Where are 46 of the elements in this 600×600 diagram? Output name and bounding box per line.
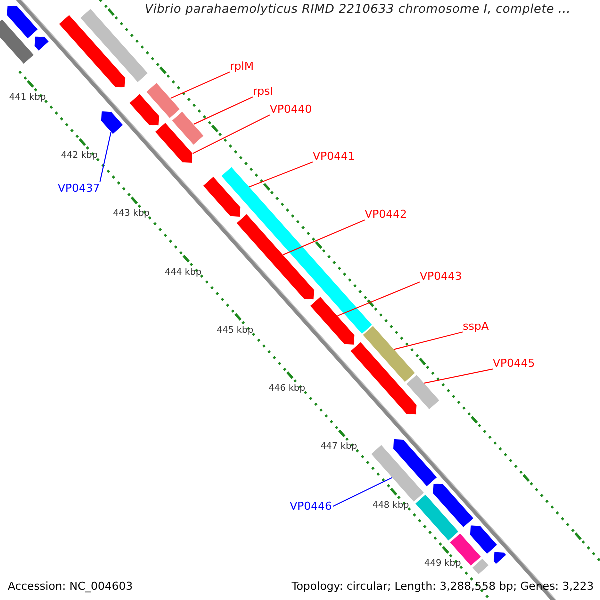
gene-feature bbox=[154, 122, 194, 164]
scale-label: 448 kbp bbox=[372, 500, 410, 512]
gene-label: VP0443 bbox=[420, 270, 462, 284]
leader-line bbox=[193, 96, 254, 125]
leader-line bbox=[249, 162, 314, 188]
gene-feature bbox=[392, 438, 438, 488]
scale-label: 449 kbp bbox=[424, 558, 462, 570]
gene-feature bbox=[0, 18, 35, 65]
gene-feature bbox=[34, 36, 50, 52]
leader-line bbox=[394, 332, 464, 350]
scale-label: 443 kbp bbox=[113, 209, 150, 220]
gene-feature bbox=[100, 110, 124, 135]
gene-feature bbox=[129, 94, 160, 126]
title: Vibrio parahaemolyticus RIMD 2210633 chromosome I, complete ... bbox=[145, 2, 571, 16]
scale-label: 447 kbp bbox=[320, 442, 358, 454]
gene-label: rpsI bbox=[253, 85, 274, 98]
leader-line bbox=[337, 282, 420, 317]
gene-feature bbox=[432, 483, 474, 528]
scale-label: 446 kbp bbox=[268, 384, 306, 395]
gene-label: sspA bbox=[463, 320, 489, 334]
gene-feature bbox=[58, 14, 126, 88]
gene-label: VP0440 bbox=[270, 103, 312, 116]
leader-line bbox=[332, 477, 393, 508]
gene-label: rplM bbox=[230, 60, 254, 74]
gene-feature bbox=[202, 176, 242, 218]
gene-feature bbox=[470, 525, 498, 555]
leader-line bbox=[282, 220, 366, 256]
gene-label: VP0446 bbox=[290, 500, 332, 514]
gene-label: VP0441 bbox=[313, 150, 356, 164]
gene-feature bbox=[494, 552, 508, 565]
scale-label: 444 kbp bbox=[165, 268, 202, 278]
scale-label: 445 kbp bbox=[216, 326, 254, 337]
leader-line bbox=[192, 114, 270, 154]
gene-feature bbox=[350, 342, 418, 416]
scale-label: 442 kbp bbox=[61, 151, 98, 162]
gene-feature bbox=[6, 5, 39, 40]
gene-label: VP0437 bbox=[58, 182, 100, 196]
gene-label: VP0445 bbox=[493, 357, 536, 370]
leader-line bbox=[170, 72, 230, 100]
scale-label: 441 kbp bbox=[9, 92, 46, 104]
gene-feature bbox=[310, 296, 356, 346]
leader-line bbox=[424, 368, 494, 384]
gene-label: VP0442 bbox=[365, 208, 408, 222]
topology-text: Topology: circular; Length: 3,288,558 bp; Genes: 3,223 bbox=[290, 580, 595, 594]
accession-text: Accession: NC_004603 bbox=[7, 580, 134, 594]
leader-line bbox=[100, 132, 112, 182]
